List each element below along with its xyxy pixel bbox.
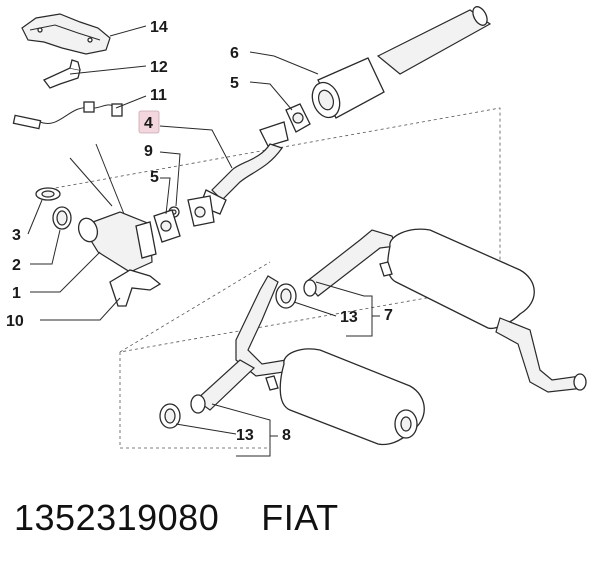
callout-6: 6 [230, 45, 239, 62]
callout-5-upper: 5 [230, 75, 239, 92]
callout-7: 7 [384, 307, 393, 324]
callout-1: 1 [12, 285, 21, 302]
clamp-part [35, 187, 61, 201]
callout-5-lower: 5 [150, 169, 159, 186]
callout-14: 14 [150, 19, 168, 36]
heat-shield-part [21, 13, 111, 55]
clamp-upper-part [275, 279, 317, 309]
lambda-sensor-part [12, 101, 123, 130]
rear-muffler-upper-part [305, 228, 587, 393]
callout-10: 10 [6, 313, 24, 330]
front-pipe-part [187, 121, 289, 227]
ring-gasket-part [52, 206, 72, 230]
callout-12: 12 [150, 59, 168, 76]
exhaust-system-diagram: 14 12 11 4 6 5 9 5 3 2 1 10 13 7 13 8 [6, 6, 587, 457]
dashed-frame-lower [119, 261, 271, 449]
part-number: 1352319080 [14, 497, 220, 538]
callout-4-highlight [138, 110, 160, 134]
gasket-upper-part [285, 103, 311, 133]
callout-9: 9 [144, 143, 153, 160]
rear-muffler-lower-part [195, 275, 425, 446]
brand-name: FIAT [261, 497, 339, 538]
callout-13-upper: 13 [340, 309, 358, 326]
callout-4: 4 [144, 115, 153, 132]
clamp-lower-part [159, 394, 206, 429]
callout-11: 11 [150, 87, 167, 104]
center-pipe-part [311, 6, 492, 119]
catalytic-converter-part [77, 211, 157, 273]
support-bracket-part [109, 269, 162, 307]
leader-lines [27, 25, 380, 457]
callout-2: 2 [12, 257, 21, 274]
bracket-part [42, 59, 81, 89]
callout-3: 3 [12, 227, 21, 244]
callout-8: 8 [282, 427, 291, 444]
callout-13-lower: 13 [236, 427, 254, 444]
part-caption: 1352319080 FIAT [14, 488, 594, 548]
